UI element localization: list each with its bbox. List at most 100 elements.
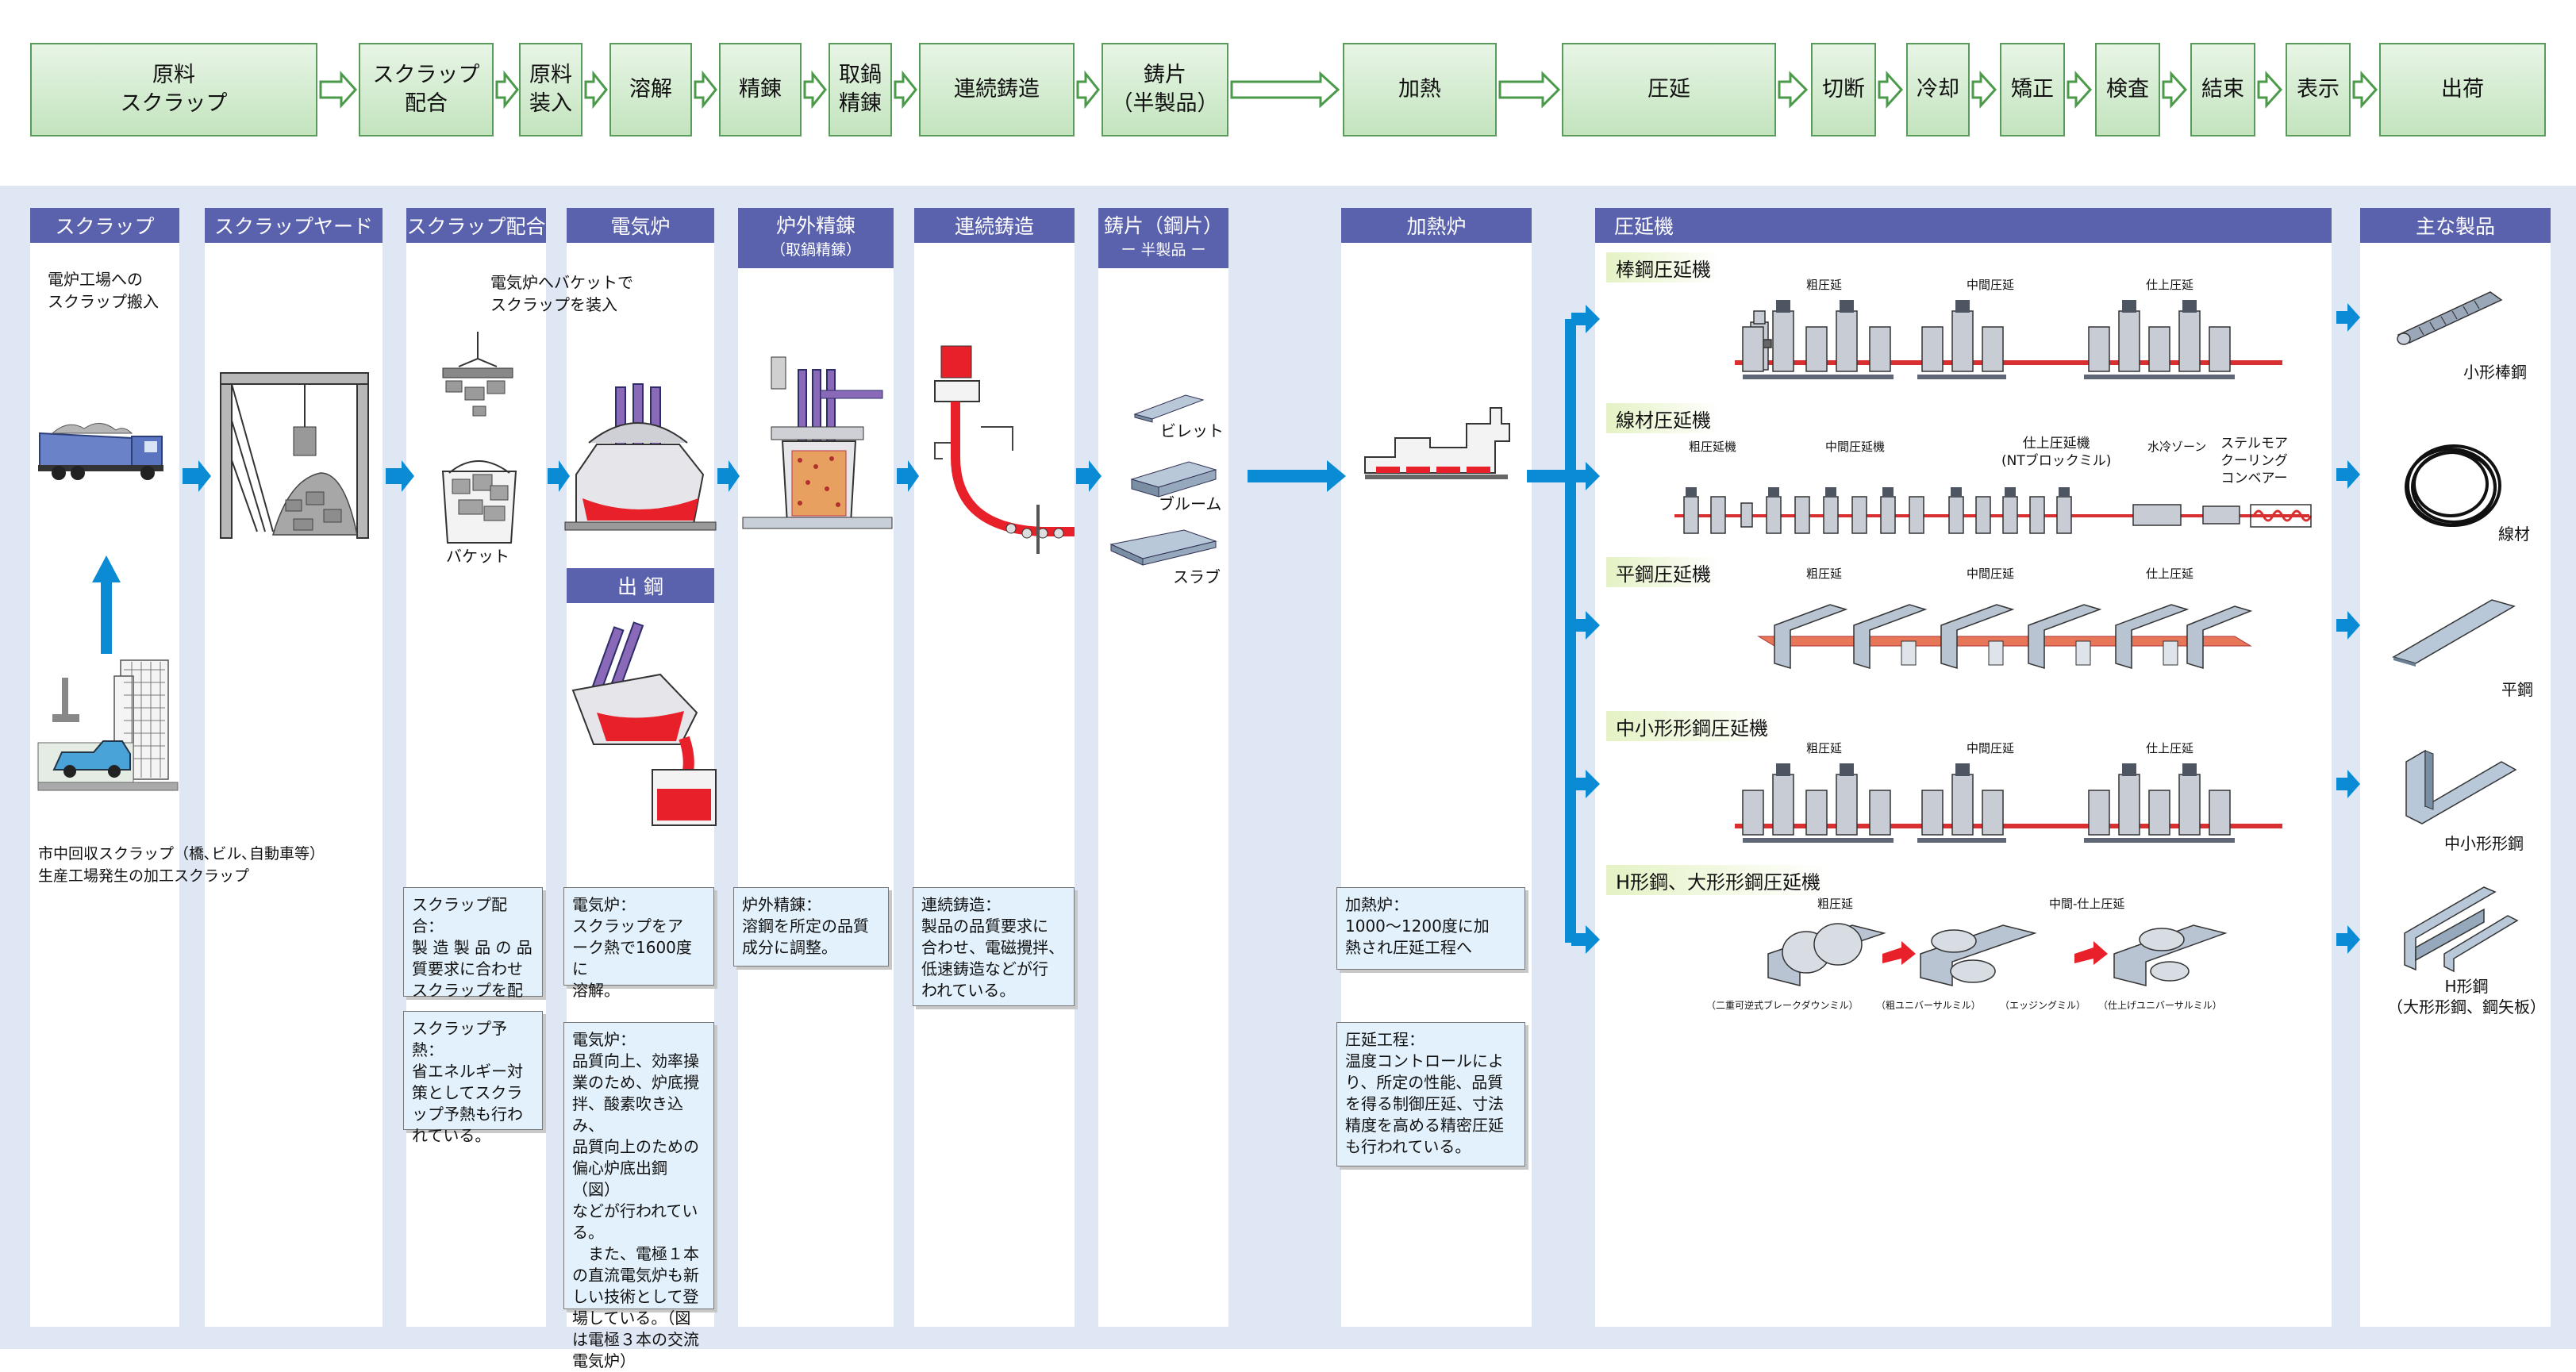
note-eaf-melting: 電気炉： スクラップをア ーク熱で1600度に 溶解。: [563, 887, 714, 1000]
flat-mill-stage-intermediate: 中間圧延: [1967, 567, 2015, 581]
section-mill-stage-intermediate: 中間圧延: [1967, 741, 2015, 755]
billet-illustration: [1133, 394, 1205, 423]
section-mill-illustration: [1735, 763, 2282, 843]
product-label-bar: 小形棒鋼: [2463, 363, 2527, 382]
flow-step-bundling: 結束: [2190, 43, 2255, 136]
header-products: 主な製品: [2360, 208, 2551, 243]
dump-truck-illustration: [38, 423, 163, 480]
header-slab: 鋳片（鋼片） ー 半製品 ー: [1098, 208, 1228, 268]
header-reheat: 加熱炉: [1341, 208, 1532, 243]
flow-step-raw-scrap: 原料 スクラップ: [30, 43, 317, 136]
product-label-section: 中小形形鋼: [2444, 834, 2524, 853]
flat-mill-illustration: [1757, 604, 2253, 670]
hbeam-mill-illustration: [1767, 923, 2228, 986]
scrap-source-text: 市中回収スクラップ（橋､ビル､自動車等） 生産工場発生の加工スクラップ: [38, 845, 325, 885]
note-refining: 炉外精錬： 溶鋼を所定の品質 成分に調整。: [733, 887, 889, 967]
flat-mill-stage-rough: 粗圧延: [1806, 567, 1843, 581]
note-casting: 連続鋳造： 製品の品質要求に 合わせ、電磁攪拌、 低速鋳造などが行 われている。: [913, 887, 1075, 1006]
slab-illustration: [1109, 529, 1217, 566]
city-scrap-illustration: [37, 659, 179, 791]
header-scrap-yard: スクラップヤード: [205, 208, 383, 243]
bucket-label: バケット: [446, 547, 509, 566]
column-slab: [1098, 208, 1228, 1327]
product-wire-illustration: [2405, 444, 2501, 527]
flow-step-melting: 溶解: [609, 43, 692, 136]
hbeam-sublabel-breakdown: （二重可逆式ブレークダウンミル）: [1706, 1000, 1859, 1011]
header-slab-sub: ー 半製品 ー: [1121, 241, 1206, 259]
flow-step-continuous-casting: 連続鋳造: [919, 43, 1075, 136]
header-scrap-mix: スクラップ配合: [406, 208, 546, 243]
mill-title-wire: 線材圧延機: [1606, 403, 1721, 433]
flow-step-heating: 加熱: [1343, 43, 1497, 136]
mill-title-bar: 棒鋼圧延機: [1606, 252, 1721, 282]
flow-step-semi-product: 鋳片 （半製品）: [1102, 43, 1228, 136]
tapping-illustration: [571, 621, 717, 826]
column-products: [2360, 208, 2551, 1327]
header-eaf: 電気炉: [567, 208, 714, 243]
bloom-illustration: [1130, 461, 1217, 498]
scrap-delivery-text: 電炉工場への スクラップ搬入: [48, 270, 159, 311]
bar-mill-stage-intermediate: 中間圧延: [1967, 278, 2015, 292]
flow-step-refining: 精錬: [719, 43, 802, 136]
continuous-caster-illustration: [934, 345, 1075, 554]
flow-step-marking: 表示: [2286, 43, 2351, 136]
mill-title-hbeam: H形鋼、大形形鋼圧延機: [1606, 865, 1831, 895]
wire-mill-stage-water-cooling: 水冷ゾーン: [2147, 440, 2207, 454]
note-eaf-details: 電気炉： 品質向上、効率操 業のため、炉底攪 拌、酸素吹き込み、 品質向上のため…: [563, 1022, 714, 1370]
label-bloom: ブルーム: [1159, 494, 1222, 513]
header-refining-sub: （取鍋精錬）: [770, 241, 861, 259]
flow-step-straightening: 矯正: [2000, 43, 2065, 136]
bar-mill-stage-rough: 粗圧延: [1806, 278, 1843, 292]
wire-mill-stage-intermediate: 中間圧延機: [1825, 440, 1886, 454]
section-mill-stage-rough: 粗圧延: [1806, 741, 1843, 755]
bucket-charging-text: 電気炉へバケットで スクラップを装入: [490, 273, 633, 314]
note-scrap-preheat: スクラップ予熱： 省エネルギー対 策としてスクラ ップ予熱も行わ れている。: [403, 1011, 543, 1145]
bar-mill-illustration: [1735, 300, 2282, 379]
label-billet: ビレット: [1160, 421, 1224, 440]
note-rolling-process: 圧延工程： 温度コントロールによ り、所定の性能、品質 を得る制御圧延、寸法 精…: [1336, 1022, 1525, 1166]
flow-step-inspection: 検査: [2095, 43, 2160, 136]
header-tapping: 出 鋼: [567, 568, 714, 603]
hbeam-mill-stage-rough: 粗圧延: [1817, 897, 1854, 911]
header-refining: 炉外精錬 （取鍋精錬）: [738, 208, 894, 268]
reheat-furnace-illustration: [1364, 407, 1510, 479]
ladle-furnace-illustration: [742, 356, 893, 529]
header-rolling: 圧延機: [1595, 208, 2332, 243]
hbeam-sublabel-finishing-universal: （仕上げユニバーサルミル）: [2098, 1000, 2222, 1011]
flow-step-ladle-refining: 取鍋 精錬: [829, 43, 892, 136]
flat-mill-stage-finishing: 仕上圧延: [2146, 567, 2194, 581]
note-scrap-mix: スクラップ配合： 製 造 製 品 の 品 質要求に合わせ スクラップを配: [403, 887, 543, 1000]
product-hbeam-illustration: [2404, 886, 2519, 973]
product-label-flat: 平鋼: [2501, 680, 2533, 699]
header-scrap: スクラップ: [30, 208, 179, 243]
header-refining-title: 炉外精錬: [775, 214, 855, 237]
flow-step-shipping: 出荷: [2379, 43, 2546, 136]
section-mill-stage-finishing: 仕上圧延: [2146, 741, 2194, 755]
wire-mill-stands: [1674, 487, 2313, 534]
flow-step-cutting: 切断: [1811, 43, 1876, 136]
wire-mill-stage-stelmor: ステルモア クーリング コンベアー: [2220, 436, 2288, 486]
note-reheat: 加熱炉： 1000～1200度に加 熱され圧延工程へ: [1336, 887, 1525, 970]
mill-title-section: 中小形形鋼圧延機: [1606, 711, 1778, 741]
product-angle-illustration: [2405, 749, 2517, 824]
product-label-wire: 線材: [2498, 525, 2530, 544]
up-arrow: [92, 555, 121, 654]
hbeam-sublabel-edging: （エッジングミル）: [2000, 1000, 2086, 1011]
flow-step-charging: 原料 装入: [519, 43, 582, 136]
product-bar-illustration: [2397, 291, 2503, 345]
bar-mill-stage-finishing: 仕上圧延: [2146, 278, 2194, 292]
label-slab: スラブ: [1173, 567, 1221, 586]
hbeam-mill-stage-finishing: 中間-仕上圧延: [2049, 897, 2125, 911]
flow-step-rolling: 圧延: [1562, 43, 1776, 136]
hbeam-sublabel-rough-universal: （粗ユニバーサルミル）: [1876, 1000, 1981, 1011]
flow-step-cooling: 冷却: [1906, 43, 1970, 136]
flow-arrows: [319, 70, 2378, 110]
product-label-hbeam: H形鋼 （大形形鋼、鋼矢板）: [2387, 977, 2546, 1017]
header-casting: 連続鋳造: [914, 208, 1075, 243]
wire-mill-stage-finishing: 仕上圧延機 (NTブロックミル): [2001, 436, 2112, 469]
product-flat-illustration: [2392, 599, 2516, 667]
mill-title-flat: 平鋼圧延機: [1606, 557, 1721, 587]
bucket-illustration: [441, 332, 517, 544]
scrap-yard-crane-illustration: [220, 372, 369, 539]
